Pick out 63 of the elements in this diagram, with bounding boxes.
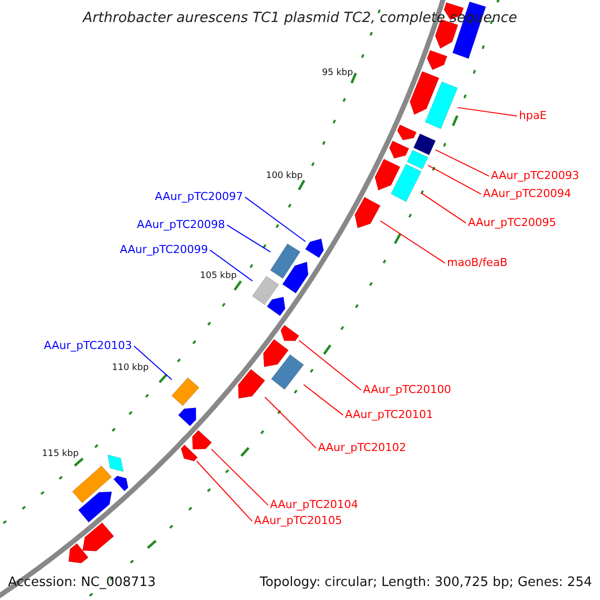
gene-marker (282, 262, 308, 294)
gene-label: maoB/feaB (447, 257, 508, 270)
leader-line (134, 346, 172, 380)
gene-label: AAur_pTC20104 (270, 499, 358, 512)
gene-marker (304, 238, 324, 258)
leader-line (196, 460, 252, 522)
scale-label: 115 kbp (42, 450, 79, 460)
gene-label: AAur_pTC20095 (468, 217, 556, 230)
accession-text: Accession: NC_008713 (8, 576, 156, 590)
leader-line (210, 250, 253, 282)
gene-marker (238, 368, 266, 399)
gene-block (413, 133, 436, 156)
gene-label: AAur_pTC20101 (345, 409, 434, 422)
gene-marker (78, 491, 112, 523)
gene-marker (396, 124, 417, 140)
gene-label: hpaE (519, 110, 547, 122)
leader-line (435, 149, 490, 177)
gene-marker (426, 50, 448, 70)
leader-line (428, 164, 482, 195)
scale-label: 95 kbp (322, 69, 353, 79)
gene-label: AAur_pTC20102 (318, 442, 406, 454)
leader-line (298, 340, 362, 391)
gene-marker (389, 140, 410, 159)
gene-block (171, 377, 200, 406)
gene-marker (410, 71, 440, 116)
leader-line (303, 384, 344, 416)
leader-line (211, 448, 268, 506)
gene-label: AAur_pTC20103 (44, 340, 132, 352)
gene-marker (192, 430, 212, 450)
gene-marker (82, 522, 114, 552)
gene-block (72, 465, 112, 504)
gene-label: AAur_pTC20093 (491, 170, 580, 182)
gene-marker (68, 543, 89, 564)
gene-marker (280, 324, 300, 342)
gene-block (107, 454, 124, 472)
scale-label: 110 kbp (112, 364, 149, 374)
leader-line (380, 220, 446, 264)
scale-label: 100 kbp (266, 172, 303, 182)
leader-line (457, 107, 518, 117)
gene-marker (266, 296, 286, 316)
gene-label: AAur_pTC20098 (136, 219, 225, 232)
gene-block (406, 150, 428, 170)
gene-marker (354, 196, 381, 228)
gene-label: AAur_pTC20094 (483, 188, 572, 200)
leader-line (264, 396, 316, 449)
gene-label: AAur_pTC20100 (363, 384, 452, 396)
leader-line (420, 192, 466, 224)
gene-marker (374, 158, 400, 191)
leader-line (226, 224, 271, 252)
gene-label: AAur_pTC20097 (154, 191, 243, 204)
leader-line (244, 196, 306, 242)
gene-label: AAur_pTC20099 (120, 244, 208, 256)
gene-marker (263, 338, 289, 368)
gene-block (424, 81, 458, 130)
gene-marker (178, 407, 196, 426)
gene-label: AAur_pTC20105 (254, 515, 342, 528)
scale-label: 105 kbp (200, 272, 237, 282)
summary-text: Topology: circular; Length: 300,725 bp; Genes: 254 (260, 576, 592, 590)
gene-block (252, 276, 280, 306)
gene-block (270, 354, 304, 390)
gene-block (390, 164, 422, 202)
gene-marker (180, 444, 198, 462)
gene-block (270, 243, 301, 279)
